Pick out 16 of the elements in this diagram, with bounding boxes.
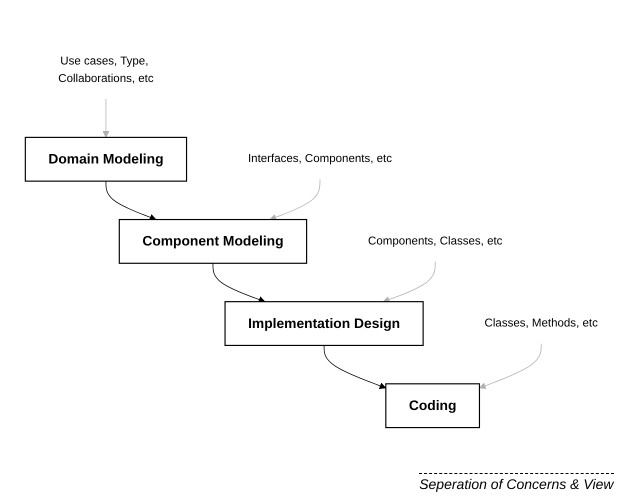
- node-box: Coding: [385, 383, 480, 428]
- arrow: [102, 98, 110, 138]
- arrow: [212, 262, 266, 303]
- node-box: Component Modeling: [118, 218, 308, 264]
- arrow: [270, 179, 320, 220]
- arrow: [106, 180, 156, 220]
- node-box: Implementation Design: [224, 301, 424, 346]
- arrow: [382, 261, 436, 303]
- node-text: Use cases, Type, Collaborations, etc: [58, 54, 154, 85]
- arrow: [479, 343, 542, 389]
- node-box: Domain Modeling: [24, 136, 188, 182]
- node-text: Classes, Methods, etc: [484, 316, 598, 330]
- separator-note: Seperation of Concerns & View: [419, 473, 614, 492]
- node-text: Components, Classes, etc: [368, 234, 502, 248]
- arrow: [324, 345, 386, 389]
- node-text: Interfaces, Components, etc: [248, 152, 392, 166]
